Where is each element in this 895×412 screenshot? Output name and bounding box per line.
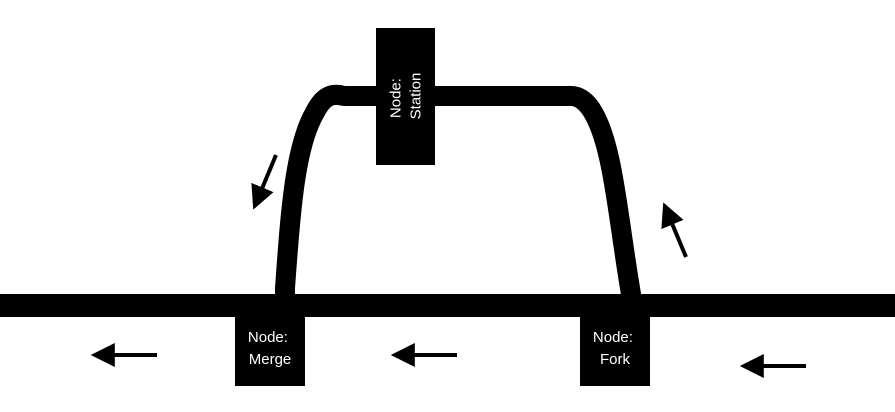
fork-node-label-line2: Fork xyxy=(600,351,631,368)
station-node: Node: Station xyxy=(376,28,435,165)
station-node-label: Node: Station xyxy=(388,73,425,120)
loop-arrow-up xyxy=(661,202,688,258)
fork-node: Node: Fork xyxy=(580,317,650,386)
station-node-label-line2: Station xyxy=(408,73,425,120)
station-node-box xyxy=(376,28,435,165)
fork-node-label: Node: Fork xyxy=(593,329,637,368)
loop-arrow-down xyxy=(251,154,278,210)
station-node-label-line1: Node: xyxy=(388,78,405,118)
merge-node-label: Node: Merge xyxy=(248,329,292,368)
loop-track xyxy=(275,84,642,302)
fork-node-label-line1: Node: xyxy=(593,329,633,346)
fork-node-box xyxy=(580,317,650,386)
merge-node-box xyxy=(235,317,305,386)
main-track xyxy=(0,294,895,317)
merge-node-label-line2: Merge xyxy=(249,351,292,368)
merge-node-label-line1: Node: xyxy=(248,329,288,346)
merge-node: Node: Merge xyxy=(235,317,305,386)
